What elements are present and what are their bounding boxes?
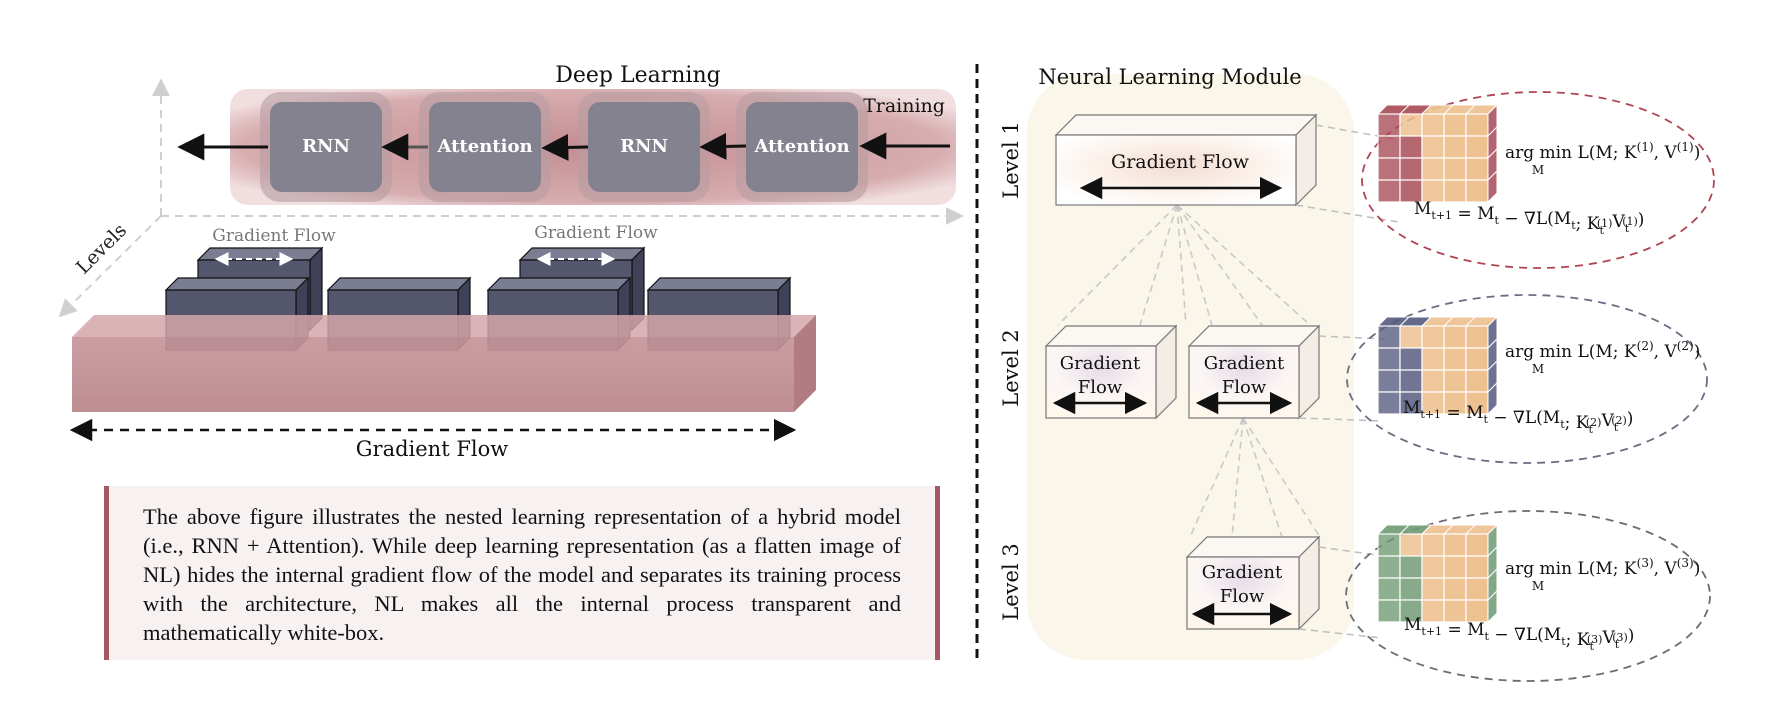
block-1-label: RNN (302, 136, 350, 157)
deep-learning-title: Deep Learning (555, 63, 720, 88)
block-4-label: Attention (753, 136, 849, 157)
block-3-label: RNN (620, 136, 668, 157)
training-label: Training (863, 95, 945, 117)
block-1-rnn: RNN (260, 92, 392, 202)
block-2-attention: Attention (419, 92, 551, 202)
level-2-ellipse (1346, 294, 1708, 464)
level-2-argmin-formula: arg min L(M; K(2), V(2)) (1505, 339, 1700, 362)
block-4-attention: Attention (736, 92, 868, 202)
level-2-box-1-label-line-2: Flow (1078, 377, 1123, 398)
hierarchy-connectors (1057, 204, 1321, 538)
level-3-update-formula: Mt+1 = Mt − ∇L(Mt; Kt(3)Vt(3)) (1404, 615, 1634, 653)
level-3-box-label-line-1: Gradient (1202, 562, 1283, 583)
level-1-ellipse (1361, 91, 1715, 269)
neural-module-title: Neural Learning Module (1038, 65, 1301, 89)
level-2-update-formula: Mt+1 = Mt − ∇L(Mt; Kt(2)Vt(2)) (1403, 398, 1633, 436)
block-2-label: Attention (436, 136, 532, 157)
level-3-label: Level 3 (999, 543, 1023, 620)
small-gradient-flow-label-2: Gradient Flow (534, 223, 658, 243)
gradient-flow-slab (72, 315, 816, 412)
bottom-gradient-flow-label: Gradient Flow (356, 437, 508, 461)
level-3-box-label-line-2: Flow (1220, 586, 1265, 607)
arrow-attention-2-to-rnn-2 (699, 132, 747, 160)
memory-ellipses: arg min L(M; K(1), V(1))MMt+1 = Mt − ∇L(… (1295, 91, 1715, 682)
levels-axis (58, 215, 162, 318)
level-2-box-1-label-line-1: Gradient (1060, 353, 1141, 374)
level-2-memory-panel: arg min L(M; K(2), V(2))M Mt+1 = Mt − ∇L(… (1298, 294, 1708, 464)
level-1-memory-panel: arg min L(M; K(1), V(1))M Mt+1 = Mt − ∇L(… (1295, 91, 1715, 269)
level-1-memory-cube (1376, 103, 1499, 204)
small-gradient-flow-label-1: Gradient Flow (212, 226, 336, 246)
level-1-argmin-formula: arg min L(M; K(1), V(1)) (1505, 140, 1700, 163)
level-2-box-2-label-line-1: Gradient (1204, 353, 1285, 374)
level-1-label: Level 1 (999, 121, 1023, 198)
level-3-argmin-formula: arg min L(M; K(3), V(3)) (1505, 556, 1700, 579)
level-2-label: Level 2 (999, 329, 1023, 406)
level-1-update-formula: Mt+1 = Mt − ∇L(Mt; Kt(1)Vt(1)) (1414, 199, 1644, 237)
arrow-rnn-2-to-attention-1 (541, 133, 589, 161)
level-1-argmin-subscript: M (1532, 163, 1544, 177)
level-3-memory-cube (1376, 523, 1499, 624)
architecture-blocks: RNN Attention RNN Attention (260, 92, 868, 202)
level-3-argmin-subscript: M (1532, 579, 1544, 593)
caption-box: The above figure illustrates the nested … (104, 486, 940, 660)
level-2-argmin-subscript: M (1532, 362, 1544, 376)
level-3-ellipse (1345, 510, 1711, 682)
level-2-memory-cube (1376, 315, 1499, 416)
level-2-box-2-label-line-2: Flow (1222, 377, 1267, 398)
levels-axis-label: Levels (72, 219, 131, 278)
level-1-box-label: Gradient Flow (1111, 151, 1250, 173)
caption-text: The above figure illustrates the nested … (143, 504, 901, 645)
block-3-rnn: RNN (578, 92, 710, 202)
level-3-memory-panel: arg min L(M; K(3), V(3))M Mt+1 = Mt − ∇L(… (1298, 510, 1711, 682)
